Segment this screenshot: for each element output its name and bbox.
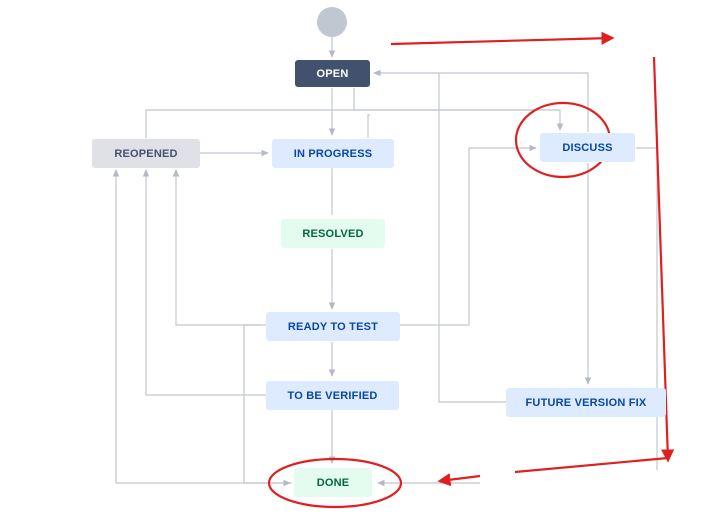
annotation-arrow-done [437, 473, 481, 487]
start-node [317, 7, 347, 37]
transition-readytotest-reopened [172, 169, 266, 326]
transition-reopened-discuss [145, 109, 540, 138]
status-done[interactable]: DONE [294, 468, 372, 497]
status-reopened[interactable]: REOPENED [92, 139, 200, 168]
transition-discuss-done [636, 147, 658, 470]
status-in-progress[interactable]: IN PROGRESS [272, 139, 394, 168]
transition-tobeverified-reopened [142, 169, 266, 396]
status-to-be-verified[interactable]: TO BE VERIFIED [266, 381, 399, 410]
transition-open-discuss [353, 88, 564, 131]
annotation-arrow-top [390, 31, 615, 46]
status-discuss[interactable]: DISCUSS [540, 133, 635, 162]
transition-readytotest-done [243, 324, 291, 487]
status-open[interactable]: OPEN [295, 60, 370, 87]
transition-done-reopened [112, 169, 292, 484]
status-future-version-fix[interactable]: FUTURE VERSION FIX [506, 388, 666, 417]
status-ready-to-test[interactable]: READY TO TEST [266, 312, 400, 341]
transition-futurefix-open [438, 73, 506, 403]
transition-readytotest-discuss [400, 144, 537, 326]
annotation-circle-done [267, 457, 403, 509]
transition-discuss-open [373, 69, 589, 132]
status-resolved[interactable]: RESOLVED [281, 219, 385, 248]
transition-inprogress-open [367, 114, 370, 138]
annotation-arrow-bottom [514, 456, 669, 474]
